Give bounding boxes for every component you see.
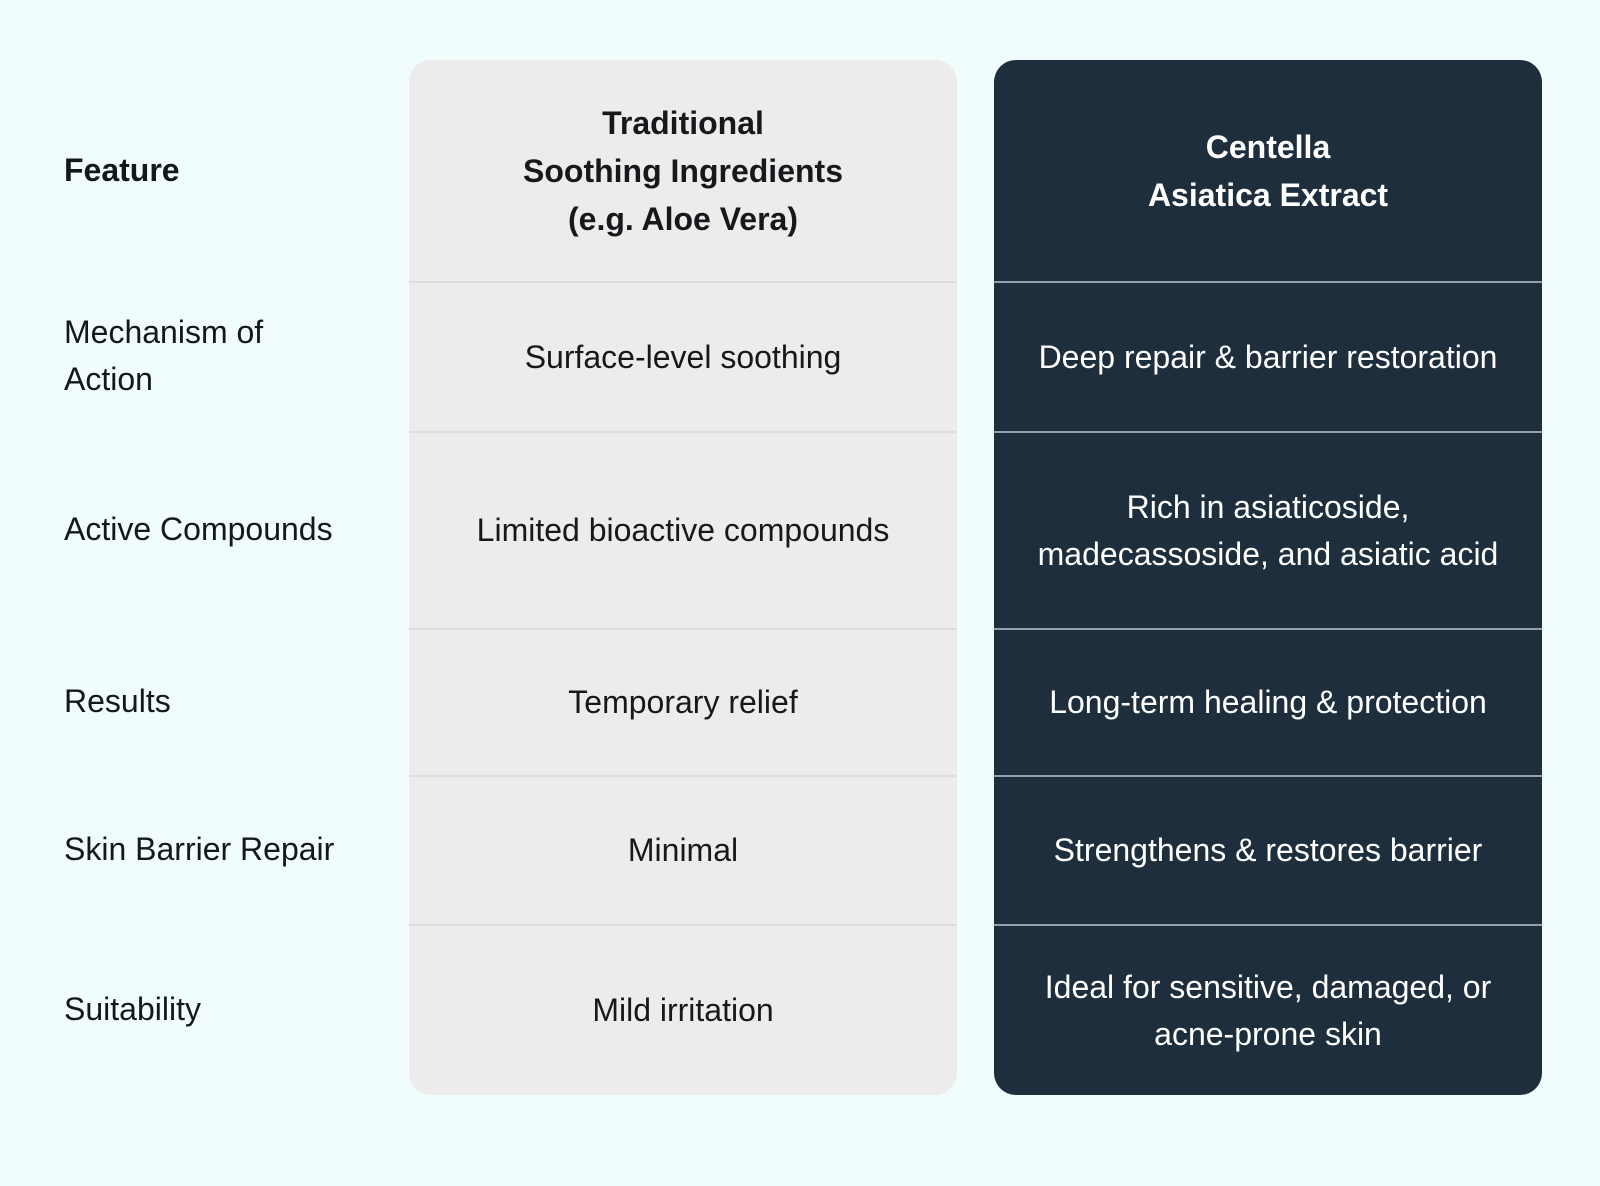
column-header-centella-line1: Centella [1205, 128, 1331, 165]
column-gap-2 [957, 924, 994, 1095]
column-header-centella: Centella Asiatica Extract [994, 60, 1542, 281]
cell-centella-suitability: Ideal for sensitive, damaged, or acne-pr… [994, 924, 1542, 1095]
column-gap-2 [957, 628, 994, 775]
column-gap-1 [372, 60, 409, 281]
row-label-skin-barrier-repair: Skin Barrier Repair [64, 831, 335, 867]
row-label-mechanism-of-action: Mechanism of Action [64, 314, 264, 397]
column-gap-2 [957, 60, 994, 281]
cell-traditional-active-compounds: Limited bioactive compounds [409, 431, 957, 628]
column-gap-2 [957, 281, 994, 431]
column-gap-1 [372, 924, 409, 1095]
cell-traditional-mechanism-of-action: Surface-level soothing [409, 281, 957, 431]
row-label-suitability: Suitability [64, 991, 201, 1027]
row-label-results: Results [64, 683, 171, 719]
column-header-centella-line2: Asiatica Extract [1147, 176, 1389, 213]
cell-traditional-suitability: Mild irritation [409, 924, 957, 1095]
column-gap-1 [372, 281, 409, 431]
row-label-active-compounds: Active Compounds [64, 511, 333, 547]
centella-column-card [994, 60, 1542, 1095]
cell-traditional-results: Temporary relief [409, 628, 957, 775]
column-gap-2 [957, 775, 994, 924]
cell-centella-skin-barrier-repair: Strengthens & restores barrier [994, 775, 1542, 924]
cell-centella-mechanism-of-action: Deep repair & barrier restoration [994, 281, 1542, 431]
cell-centella-results: Long-term healing & protection [994, 628, 1542, 775]
column-gap-1 [372, 775, 409, 924]
column-header-feature: Feature [64, 152, 180, 188]
column-gap-1 [372, 431, 409, 628]
comparison-table: Feature Traditional Soothing Ingredients… [64, 60, 1542, 1095]
column-header-traditional: Traditional Soothing Ingredients (e.g. A… [409, 60, 957, 281]
column-header-traditional-line2: Soothing Ingredients [523, 152, 843, 189]
cell-centella-active-compounds: Rich in asiaticoside, madecassoside, and… [994, 431, 1542, 628]
column-gap-2 [957, 431, 994, 628]
cell-traditional-skin-barrier-repair: Minimal [409, 775, 957, 924]
column-header-traditional-line1: Traditional [602, 104, 764, 141]
traditional-column-card [409, 60, 957, 1095]
column-gap-1 [372, 628, 409, 775]
column-header-traditional-line3: (e.g. Aloe Vera) [567, 200, 798, 237]
